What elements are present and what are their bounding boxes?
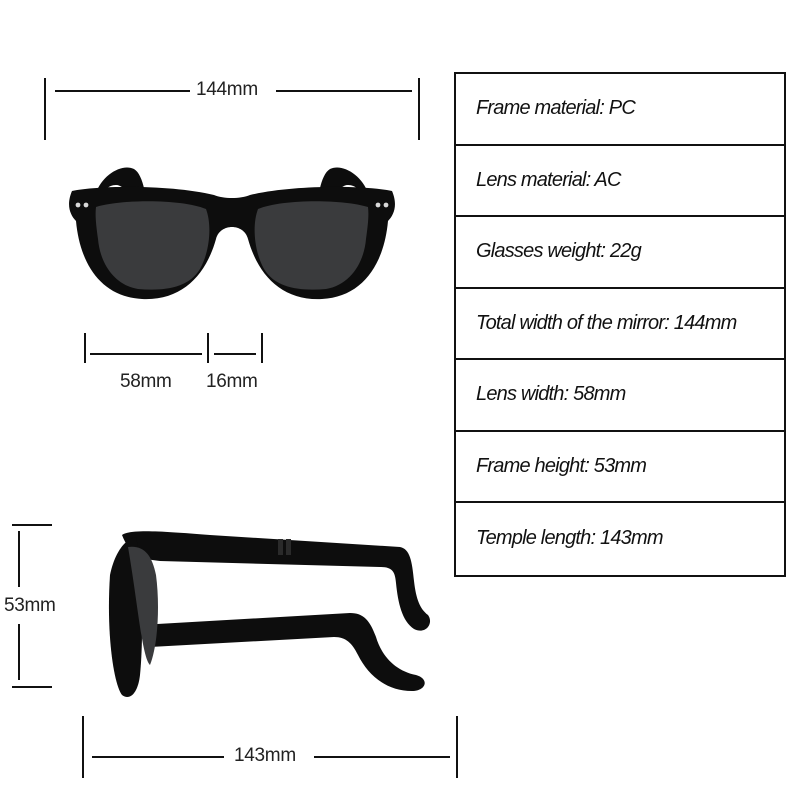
glasses-side-view [108,531,431,697]
temple-length-line-right [314,756,450,758]
frame-height-bottom-tick [12,686,52,688]
lens-width-left-tick [84,333,86,363]
spec-row-lens-width: Lens width: 58mm [456,360,784,432]
spec-row-glasses-weight: Glasses weight: 22g [456,217,784,289]
total-width-line-left [55,90,190,92]
frame-height-line-top [18,531,20,587]
temple-length-line-left [92,756,224,758]
lens-width-label: 58mm [120,371,172,392]
total-width-label: 144mm [196,79,258,100]
glasses-front-view [69,167,395,300]
spec-row-temple-length: Temple length: 143mm [476,527,664,550]
total-width-right-tick [418,78,420,140]
spec-row-total-width: Total width of the mirror: 144mm [456,289,784,360]
temple-length-left-tick [82,716,84,778]
bridge-width-line [214,353,256,355]
spec-row-lens-material: Lens material: AC [456,146,784,217]
frame-height-label: 53mm [4,595,56,616]
total-width-left-tick [44,78,46,140]
frame-height-line-bottom [18,624,20,680]
frame-height-top-tick [12,524,52,526]
total-width-line-right [276,90,412,92]
temple-length-right-tick [456,716,458,778]
bridge-width-label: 16mm [206,371,258,392]
spec-row-frame-material: Frame material: PC [456,74,784,146]
lens-width-line [90,353,202,355]
spec-row-frame-height: Frame height: 53mm [456,432,784,503]
lens-bridge-divider-tick [207,333,209,363]
spec-table: Frame material: PC Lens material: AC Gla… [454,72,786,577]
bridge-width-right-tick [261,333,263,363]
temple-length-label: 143mm [234,745,296,766]
